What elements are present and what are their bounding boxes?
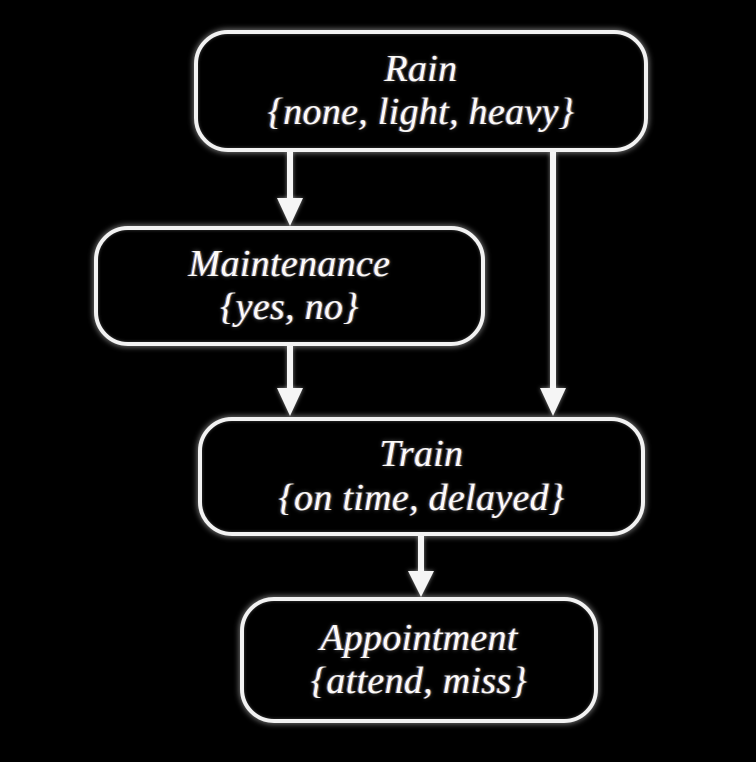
node-train-name: Train (379, 433, 464, 476)
edge-rain-to-maintenance (277, 152, 303, 226)
node-train[interactable]: Train {on time, delayed} (198, 417, 645, 536)
arrowhead-icon (277, 198, 303, 226)
node-appointment-name: Appointment (320, 616, 518, 659)
node-maintenance[interactable]: Maintenance {yes, no} (94, 226, 485, 346)
node-rain[interactable]: Rain {none, light, heavy} (194, 30, 648, 152)
node-appointment-states: {attend, miss} (310, 660, 528, 702)
arrowhead-icon (277, 388, 303, 416)
node-maintenance-name: Maintenance (188, 242, 391, 285)
arrowhead-icon (408, 571, 434, 597)
node-appointment[interactable]: Appointment {attend, miss} (240, 597, 598, 723)
arrowhead-icon (540, 388, 566, 416)
edge-rain-to-train (540, 152, 566, 416)
node-train-states: {on time, delayed} (278, 476, 565, 519)
node-rain-states: {none, light, heavy} (267, 91, 575, 133)
edge-maintenance-to-train (277, 346, 303, 416)
edge-train-to-appointment (408, 536, 434, 597)
node-rain-name: Rain (384, 47, 458, 90)
node-maintenance-states: {yes, no} (220, 286, 359, 328)
